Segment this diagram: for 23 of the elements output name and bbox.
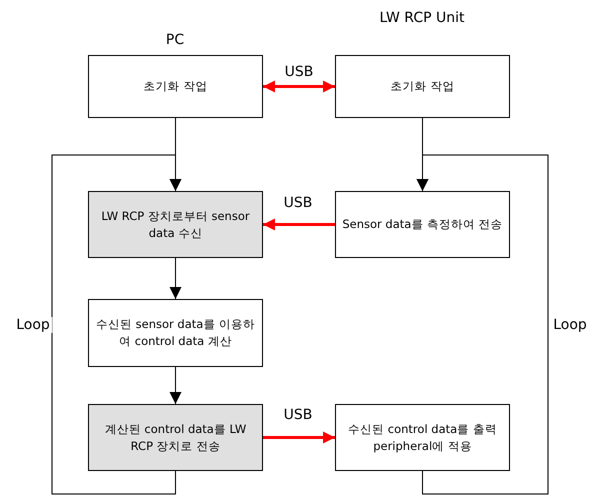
step-text: 계산된 control data를 LW RCP 장치로 전송 <box>104 420 248 454</box>
arrow <box>52 154 182 494</box>
step-text: Sensor data를 측정하여 전송 <box>342 216 503 233</box>
process-box <box>335 404 510 471</box>
process-box <box>88 191 263 258</box>
step-text: LW RCP 장치로부터 sensor data 수신 <box>100 208 251 242</box>
step-text: 초기화 작업 <box>144 78 208 95</box>
column-heading: PC <box>166 32 184 48</box>
step-text: 수신된 sensor data를 이용하여 control data 계산 <box>95 316 256 350</box>
step-text: 초기화 작업 <box>390 78 454 95</box>
arrow <box>170 258 182 300</box>
process-box <box>335 55 510 118</box>
process-box <box>88 55 263 118</box>
step-text: 수신된 control data를 출력 peripheral에 적용 <box>347 420 498 454</box>
process-box <box>88 404 263 471</box>
process-box <box>335 191 510 258</box>
arrow <box>170 366 182 404</box>
arrow <box>263 218 335 230</box>
arrow <box>263 432 335 444</box>
process-box <box>88 299 263 367</box>
arrow <box>263 80 335 92</box>
arrow <box>416 154 548 494</box>
column-heading: LW RCP Unit <box>380 10 464 26</box>
